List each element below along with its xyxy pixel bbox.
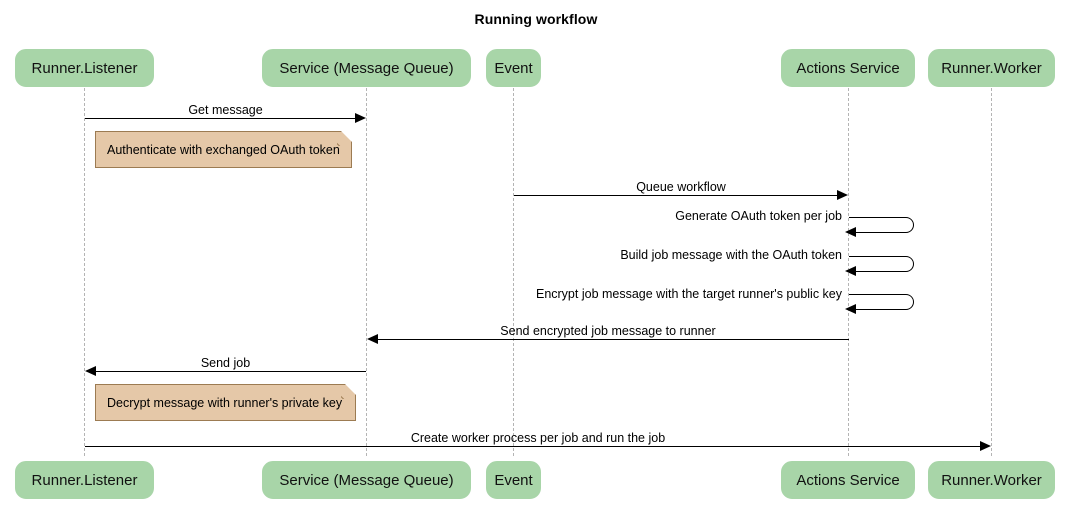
message-line-send-encrypted-job-message: [378, 339, 849, 340]
note-fold-edge-icon: [337, 131, 352, 146]
message-arrowhead-create-worker-process: [980, 441, 991, 451]
message-line-send-job: [96, 371, 366, 372]
note-label: Decrypt message with runner's private ke…: [107, 396, 343, 410]
message-label-get-message: Get message: [188, 103, 263, 117]
message-label-send-job: Send job: [200, 356, 251, 370]
actor-service-message-queue-bottom[interactable]: Service (Message Queue): [262, 461, 471, 499]
actor-service-message-queue-top[interactable]: Service (Message Queue): [262, 49, 471, 87]
message-selfloop-encrypt-job-message: [849, 294, 914, 310]
actor-label: Runner.Worker: [941, 60, 1042, 77]
message-line-get-message: [85, 118, 355, 119]
note-decrypt: Decrypt message with runner's private ke…: [95, 384, 356, 421]
note-label: Authenticate with exchanged OAuth token: [107, 143, 340, 157]
actor-label: Actions Service: [796, 60, 900, 77]
actor-event-top[interactable]: Event: [486, 49, 541, 87]
actor-actions-service-top[interactable]: Actions Service: [781, 49, 915, 87]
message-arrowhead-queue-workflow: [837, 190, 848, 200]
lifeline-runner-listener: [84, 88, 85, 456]
page-title: Running workflow: [474, 11, 598, 27]
actor-runner-worker-bottom[interactable]: Runner.Worker: [928, 461, 1055, 499]
note-fold-edge-icon: [341, 384, 356, 399]
message-selfloop-generate-oauth-token: [849, 217, 914, 233]
actor-runner-worker-top[interactable]: Runner.Worker: [928, 49, 1055, 87]
message-arrowhead-encrypt-job-message: [845, 304, 856, 314]
message-arrowhead-get-message: [355, 113, 366, 123]
message-label-generate-oauth-token: Generate OAuth token per job: [675, 209, 842, 223]
actor-label: Runner.Listener: [31, 472, 138, 489]
actor-label: Runner.Worker: [941, 472, 1042, 489]
message-label-send-encrypted-job-message: Send encrypted job message to runner: [500, 324, 716, 338]
message-label-queue-workflow: Queue workflow: [636, 180, 726, 194]
message-arrowhead-send-encrypted-job-message: [367, 334, 378, 344]
actor-label: Service (Message Queue): [279, 60, 454, 77]
actor-runner-listener-bottom[interactable]: Runner.Listener: [15, 461, 154, 499]
actor-label: Actions Service: [796, 472, 900, 489]
message-label-build-job-message: Build job message with the OAuth token: [620, 248, 842, 262]
actor-label: Event: [494, 472, 533, 489]
message-arrowhead-send-job: [85, 366, 96, 376]
message-arrowhead-generate-oauth-token: [845, 227, 856, 237]
actor-actions-service-bottom[interactable]: Actions Service: [781, 461, 915, 499]
message-arrowhead-build-job-message: [845, 266, 856, 276]
actor-runner-listener-top[interactable]: Runner.Listener: [15, 49, 154, 87]
lifeline-event: [513, 88, 514, 456]
lifeline-service-message-queue: [366, 88, 367, 456]
message-label-encrypt-job-message: Encrypt job message with the target runn…: [535, 287, 842, 301]
message-line-create-worker-process: [85, 446, 980, 447]
actor-label: Event: [494, 60, 533, 77]
actor-label: Runner.Listener: [31, 60, 138, 77]
message-selfloop-build-job-message: [849, 256, 914, 272]
lifeline-runner-worker: [991, 88, 992, 456]
message-label-create-worker-process: Create worker process per job and run th…: [410, 431, 666, 445]
actor-event-bottom[interactable]: Event: [486, 461, 541, 499]
note-authenticate: Authenticate with exchanged OAuth token: [95, 131, 352, 168]
actor-label: Service (Message Queue): [279, 472, 454, 489]
message-line-queue-workflow: [514, 195, 837, 196]
